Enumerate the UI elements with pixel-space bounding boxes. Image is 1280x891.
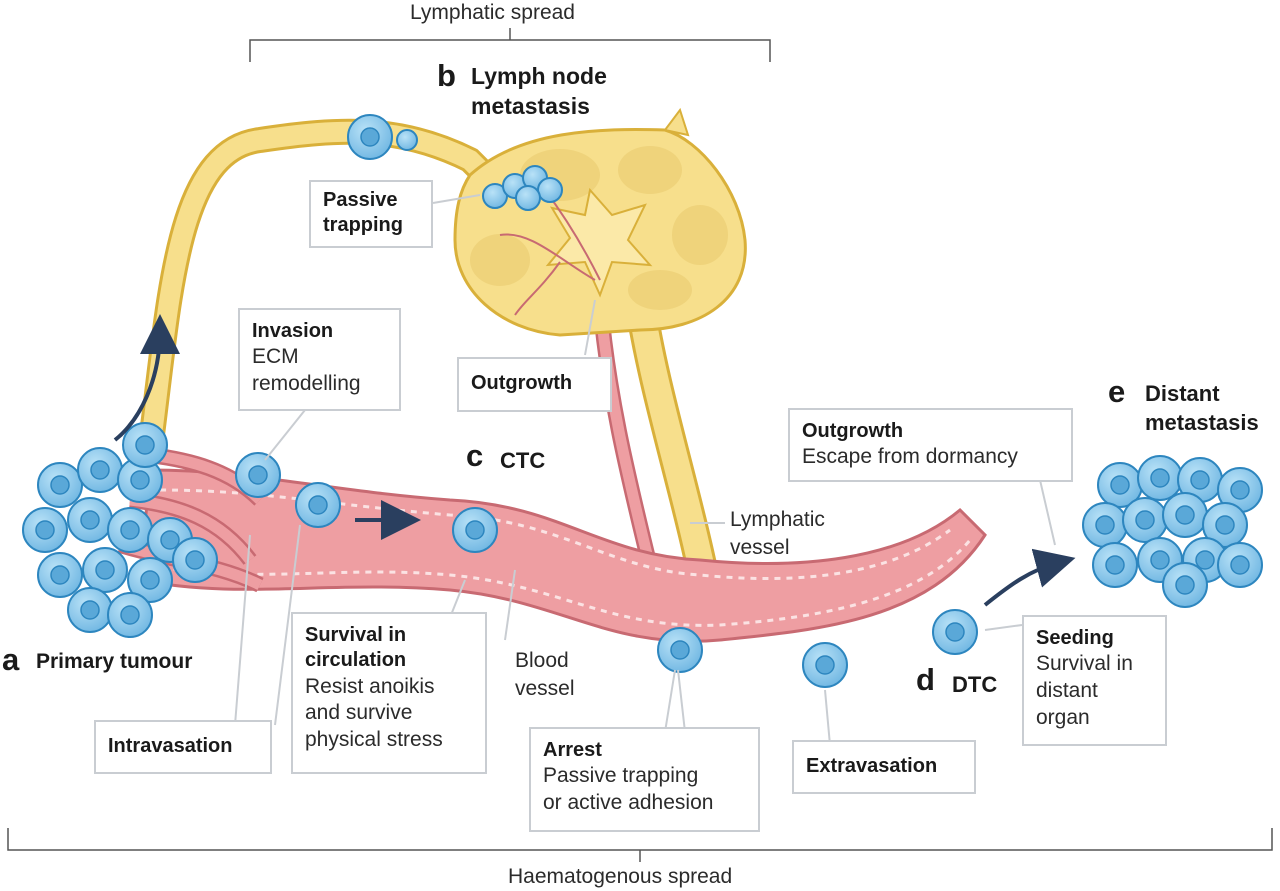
stage-e-title-1: Distant [1145, 381, 1220, 406]
survival-title2: circulation [305, 649, 407, 672]
seeding-line2: distant [1036, 679, 1098, 703]
passive-trapping-line1: Passive [323, 189, 398, 211]
lymphatic-spread-bracket [249, 28, 771, 62]
stage-a-title: Primary tumour [36, 650, 193, 673]
ctc-cell [452, 507, 498, 553]
arrest-cell [657, 627, 703, 673]
blood-vessel-label-2: vessel [515, 677, 575, 700]
outgrowth-distant-title: Outgrowth [802, 420, 904, 442]
survival-line1: Resist anoikis [305, 674, 435, 698]
stage-d-letter: d [916, 662, 935, 697]
extravasation-box: Extravasation [792, 740, 976, 794]
invasion-box: Invasion ECM remodelling [238, 308, 401, 411]
intravasation-box: Intravasation [94, 720, 272, 774]
stage-c-letter: c [466, 438, 484, 473]
survival-line2: and survive [305, 701, 413, 725]
stage-a-letter: a [2, 642, 20, 677]
outgrowth-node-box: Outgrowth [457, 357, 612, 412]
distant-metastasis-cluster [1082, 455, 1263, 608]
extravasation-cell [802, 642, 848, 688]
arrest-title: Arrest [543, 739, 602, 761]
passive-trapping-box: Passive trapping [309, 180, 433, 248]
haematogenous-spread-label: Haematogenous spread [508, 865, 733, 888]
survival-title1: Survival in [305, 624, 407, 646]
seeding-arrow [983, 548, 1076, 607]
stage-e-title-2: metastasis [1145, 410, 1259, 435]
stage-d-title: DTC [952, 672, 998, 697]
invasion-title: Invasion [252, 320, 334, 342]
arrest-box: Arrest Passive trapping or active adhesi… [529, 727, 760, 832]
invasion-line1: ECM [252, 345, 299, 369]
seeding-title: Seeding [1036, 627, 1114, 649]
lymph-node [453, 107, 747, 337]
lymphatic-spread-label: Lymphatic spread [410, 1, 575, 24]
haematogenous-spread-bracket [7, 828, 1273, 862]
arrest-line2: or active adhesion [543, 791, 714, 815]
stage-c-title: CTC [500, 448, 546, 473]
invasion-line2: remodelling [252, 372, 361, 396]
passive-trapping-line2: trapping [323, 214, 403, 237]
stage-e-letter: e [1108, 374, 1126, 409]
stage-b-letter: b [437, 58, 456, 93]
lymphatic-vessel-label-1: Lymphatic [730, 508, 825, 531]
stage-b-title-1: Lymph node [471, 63, 607, 89]
seeding-line3: organ [1036, 705, 1090, 729]
arrest-line1: Passive trapping [543, 764, 699, 788]
lymph-cells [347, 114, 418, 160]
outgrowth-distant-line1: Escape from dormancy [802, 445, 1018, 469]
extravasation-title: Extravasation [806, 755, 938, 777]
seeding-line1: Survival in [1036, 652, 1133, 676]
survival-box: Survival in circulation Resist anoikis a… [291, 612, 487, 774]
spread-arrow-up [113, 314, 180, 442]
dtc-cell [932, 609, 978, 655]
outgrowth-distant-box: Outgrowth Escape from dormancy [788, 408, 1073, 482]
stage-b-title-2: metastasis [471, 93, 590, 119]
trapped-cells [482, 165, 563, 211]
lymphatic-vessel-label-2: vessel [730, 536, 790, 559]
survival-line3: physical stress [305, 728, 443, 752]
seeding-box: Seeding Survival in distant organ [1022, 615, 1167, 746]
outgrowth-node-title: Outgrowth [471, 372, 573, 394]
blood-vessel-label-1: Blood [515, 649, 569, 672]
intravasation-title: Intravasation [108, 735, 233, 757]
